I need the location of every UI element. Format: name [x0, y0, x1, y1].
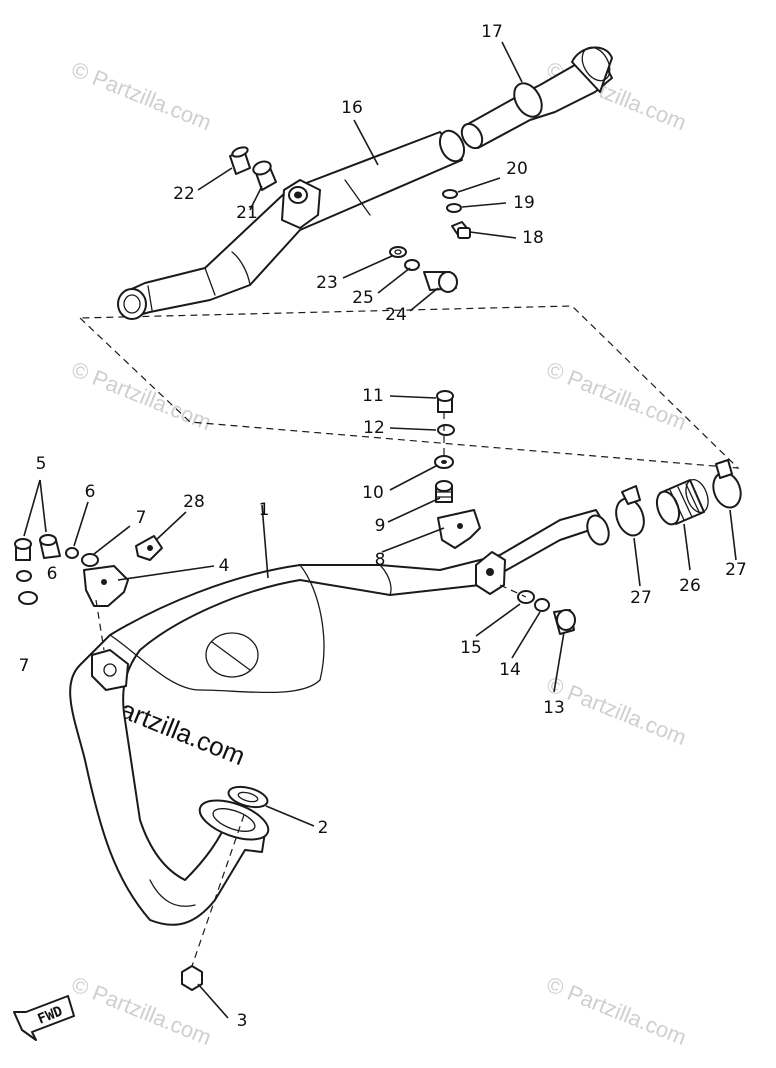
fwd-arrow-icon: FWD [13, 995, 75, 1041]
mount-parts-8-10 [434, 455, 481, 549]
callout-16: 16 [341, 98, 363, 118]
callout-26: 26 [679, 576, 701, 596]
callout-18: 18 [522, 228, 544, 248]
callout-22: 22 [173, 184, 195, 204]
grommet-21-22 [229, 146, 277, 191]
callout-15: 15 [460, 638, 482, 658]
callout-5: 5 [36, 454, 47, 474]
watermark: © Partzilla.com [68, 56, 215, 135]
assembly-plane-dashed [78, 305, 740, 469]
callout-17: 17 [481, 22, 503, 42]
callout-8: 8 [375, 550, 386, 570]
callout-12: 12 [363, 418, 385, 438]
callout-24: 24 [385, 305, 407, 325]
callout-14: 14 [499, 660, 521, 680]
callout-7: 7 [136, 508, 147, 528]
callout-4: 4 [219, 556, 230, 576]
fasteners-11-12 [436, 390, 455, 436]
callout-20: 20 [506, 159, 528, 179]
silencer-16 [117, 129, 466, 320]
callout-6: 6 [85, 482, 96, 502]
fasteners-5-7 [14, 534, 99, 605]
callout-23: 23 [316, 273, 338, 293]
callout-11: 11 [362, 386, 384, 406]
callout-numbers: 1 2 3 4 5 6 6 7 7 8 9 10 11 12 13 14 15 … [19, 22, 747, 1031]
callout-19: 19 [513, 193, 535, 213]
clamp-27 [615, 459, 742, 537]
watermark: © Partzilla.com [68, 356, 215, 435]
callout-27: 27 [725, 560, 747, 580]
joint-pipe-26 [655, 479, 709, 526]
bracket-4 [83, 565, 129, 607]
tail-pipe-17 [460, 46, 613, 150]
nut-3 [181, 965, 203, 991]
callout-6: 6 [47, 564, 58, 584]
callout-13: 13 [543, 698, 565, 718]
gasket-2 [227, 785, 269, 809]
watermark: © Partzilla.com [543, 671, 690, 750]
callout-21: 21 [236, 203, 258, 223]
callout-28: 28 [183, 492, 205, 512]
callout-9: 9 [375, 516, 386, 536]
fasteners-13-15 [517, 590, 576, 635]
callout-2: 2 [318, 818, 329, 838]
callout-3: 3 [237, 1011, 248, 1031]
callout-25: 25 [352, 288, 374, 308]
leader-lines [23, 41, 737, 1019]
watermark: © Partzilla.com [543, 356, 690, 435]
stay-28 [135, 535, 163, 561]
callout-1: 1 [259, 500, 270, 520]
fasteners-18-20 [442, 189, 471, 239]
exhaust-pipe-1 [69, 509, 610, 926]
callout-7: 7 [19, 656, 30, 676]
fasteners-23-25 [389, 246, 458, 293]
watermark: © Partzilla.com [543, 971, 690, 1050]
callout-10: 10 [362, 483, 384, 503]
callout-27: 27 [630, 588, 652, 608]
